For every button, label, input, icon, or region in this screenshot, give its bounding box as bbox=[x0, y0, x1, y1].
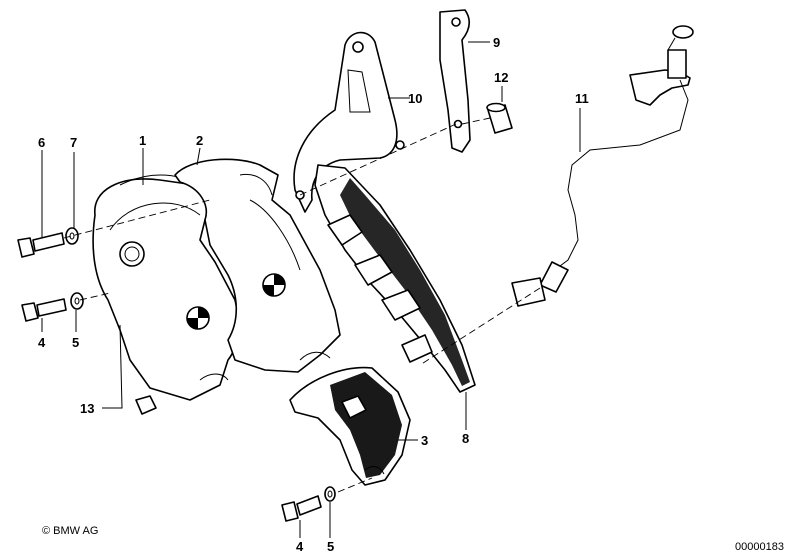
callout-labels: 1 2 3 4 4 5 5 6 7 8 9 10 11 12 13 bbox=[38, 35, 589, 554]
callout-4-upper: 4 bbox=[38, 335, 46, 350]
callout-1: 1 bbox=[139, 133, 146, 148]
callout-11: 11 bbox=[575, 91, 589, 106]
bmw-logo-1 bbox=[186, 306, 210, 330]
washer-7 bbox=[65, 227, 79, 245]
bolt-6 bbox=[17, 232, 65, 258]
copyright-label: © BMW AG bbox=[42, 525, 99, 537]
part-12-spacer bbox=[486, 102, 513, 134]
callout-9: 9 bbox=[493, 35, 500, 50]
bmw-logo-2 bbox=[262, 273, 286, 297]
washer-5-upper bbox=[70, 292, 84, 310]
callout-3: 3 bbox=[421, 433, 428, 448]
assembly-axes bbox=[63, 117, 541, 493]
callout-13: 13 bbox=[80, 401, 94, 416]
part-8-guide-rail bbox=[314, 164, 476, 393]
part-9-plate bbox=[439, 9, 471, 153]
callout-10: 10 bbox=[408, 91, 422, 106]
callout-5-upper: 5 bbox=[72, 335, 79, 350]
callout-12: 12 bbox=[494, 70, 508, 85]
callout-6: 6 bbox=[38, 135, 45, 150]
callout-2: 2 bbox=[196, 133, 203, 148]
callout-5-lower: 5 bbox=[327, 539, 334, 554]
part-1-outer-cover bbox=[92, 174, 239, 401]
bolt-4-upper bbox=[21, 298, 67, 322]
part-3-lower-cover bbox=[289, 366, 411, 486]
bolt-4-lower bbox=[281, 495, 322, 522]
document-number: 00000183 bbox=[735, 541, 784, 553]
cap-13 bbox=[135, 395, 157, 415]
part-11-sensor-cable bbox=[511, 25, 694, 307]
callout-7: 7 bbox=[70, 135, 77, 150]
leader-lines bbox=[41, 41, 581, 538]
part-2-inner-cover bbox=[174, 158, 341, 373]
callout-8: 8 bbox=[462, 431, 469, 446]
washer-5-lower bbox=[324, 486, 336, 502]
callout-4-lower: 4 bbox=[296, 539, 304, 554]
